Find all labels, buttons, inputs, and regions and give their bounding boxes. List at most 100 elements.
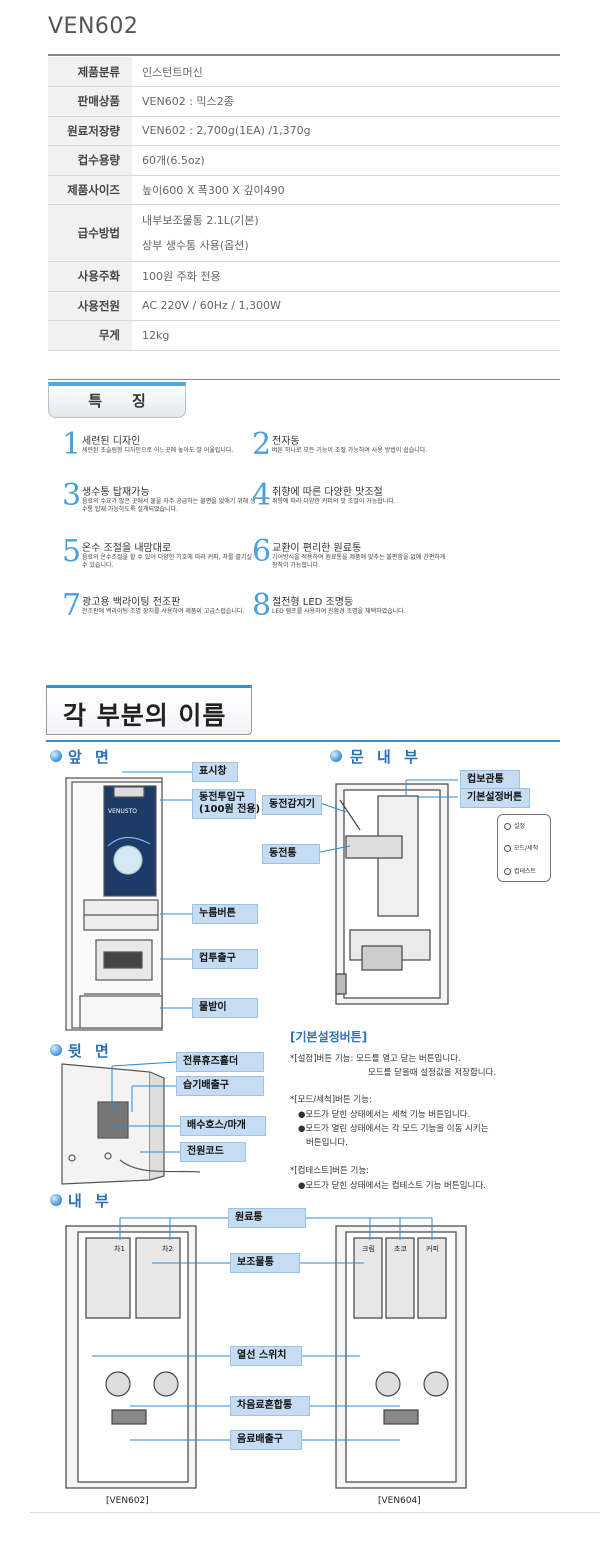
bin-label: 초코 xyxy=(394,1245,407,1253)
label-cup-tube: 컵보관통 xyxy=(460,770,520,790)
label-settings-button: 기본설정버튼 xyxy=(460,788,530,808)
spec-row: 급수방법 내부보조물통 2.1L(기본) 상부 생수통 사용(옵션) xyxy=(48,204,560,262)
spec-value: 내부보조물통 2.1L(기본) 상부 생수통 사용(옵션) xyxy=(132,204,560,262)
settings-help-line: *[설정]버튼 기능: 모드를 열고 닫는 버튼입니다. xyxy=(290,1054,461,1064)
feature-number: 4 xyxy=(252,478,272,513)
interior-drawings xyxy=(65,1225,467,1489)
label-drink-outlet: 음료배출구 xyxy=(230,1430,302,1450)
inside-door-heading: 문 내 부 xyxy=(350,748,422,766)
spec-value-line: 상부 생수통 사용(옵션) xyxy=(142,239,249,252)
spec-value: VEN602 : 믹스2종 xyxy=(132,86,560,117)
brand-logo: VENUSTO xyxy=(108,808,137,815)
settings-button-panel: 설정 모드/세척 컵테스트 xyxy=(497,814,551,882)
spec-key: 제품분류 xyxy=(48,57,132,87)
parts-title-box: 각 부분의 이름 xyxy=(46,685,252,735)
features-tab: 특징 xyxy=(48,382,186,418)
label-vent: 습기배출구 xyxy=(176,1076,264,1096)
spec-key: 사용주화 xyxy=(48,261,132,292)
title-divider xyxy=(48,54,560,56)
features-divider xyxy=(48,379,560,380)
settings-help-line: 버튼입니다. xyxy=(306,1138,348,1148)
bottom-divider xyxy=(30,1512,600,1513)
leader-lines xyxy=(92,771,458,1441)
spec-value: 60개(6.5oz) xyxy=(132,145,560,176)
feature-number: 2 xyxy=(252,427,272,462)
feature-number: 3 xyxy=(62,478,82,513)
label-ingredient-bin: 원료통 xyxy=(228,1208,306,1228)
feature-title: 온수 조절을 내맘대로 xyxy=(82,543,172,554)
spec-key: 제품사이즈 xyxy=(48,175,132,205)
label-heater-switch: 열선 스위치 xyxy=(230,1346,302,1366)
bin-label: 차1 xyxy=(114,1245,125,1253)
spec-key: 컵수용량 xyxy=(48,145,132,176)
bin-label: 크림 xyxy=(362,1245,375,1253)
panel-button-mode: 모드/세척 xyxy=(504,843,538,852)
feature-desc: 기어방식을 적용하여 원료통을 제품에 맞추는 불편함을 없애 간편하게 장착이… xyxy=(272,554,446,569)
front-machine-drawing xyxy=(65,777,163,1031)
label-drip-tray: 물받이 xyxy=(192,998,258,1018)
parts-divider xyxy=(46,740,560,742)
bullet-icon xyxy=(50,1194,62,1206)
label-push-button: 누름버튼 xyxy=(192,904,258,924)
feature-title: 광고용 백라이팅 전조판 xyxy=(82,597,181,608)
interior-heading: 내 부 xyxy=(68,1192,113,1210)
bullet-icon xyxy=(50,750,62,762)
feature-title: 생수통 탑재가능 xyxy=(82,487,150,498)
caption-ven604: [VEN604] xyxy=(378,1496,421,1506)
product-title: VEN602 xyxy=(48,14,139,39)
feature-title: 세련된 디자인 xyxy=(82,436,141,447)
settings-help-line: 모드를 닫을때 설정값을 저장합니다. xyxy=(368,1068,497,1078)
settings-help-line: ●모드가 열린 상태에서는 각 모드 기능을 이동 시키는 xyxy=(298,1124,489,1134)
settings-help-line: ●모드가 닫힌 상태에서는 세척 기능 버튼입니다. xyxy=(298,1110,471,1120)
spec-value: VEN602 : 2,700g(1EA) /1,370g xyxy=(132,116,560,146)
spec-value-line: 내부보조물통 2.1L(기본) xyxy=(142,214,259,227)
spec-value: 12kg xyxy=(132,320,560,351)
feature-desc: 세련된 초슬림형 디자인으로 어느곳에 놓아도 잘 어울립니다. xyxy=(82,447,234,454)
spec-value: AC 220V / 60Hz / 1,300W xyxy=(132,291,560,321)
label-display: 표시창 xyxy=(192,762,238,782)
settings-help-line: *[모드/세척]버튼 기능: xyxy=(290,1095,372,1105)
settings-help-line: ●모드가 닫힌 상태에서는 컵테스트 기능 버튼입니다. xyxy=(298,1181,486,1191)
spec-value: 높이600 X 폭300 X 깊이490 xyxy=(132,175,560,205)
panel-label: 설정 xyxy=(514,823,526,830)
label-drain: 배수호스/마개 xyxy=(180,1116,266,1136)
feature-title: 전자동 xyxy=(272,436,300,447)
spec-value: 인스턴트머신 xyxy=(132,57,560,87)
label-cup-outlet: 컵투출구 xyxy=(192,949,258,969)
settings-help-title: [기본설정버튼] xyxy=(290,1030,368,1044)
feature-title: 교환이 편리한 원료통 xyxy=(272,543,362,554)
panel-button-setting: 설정 xyxy=(504,821,525,830)
panel-button-cuptest: 컵테스트 xyxy=(504,866,536,875)
spec-key: 급수방법 xyxy=(48,204,132,262)
label-fuse-holder: 전류휴즈홀더 xyxy=(176,1052,264,1072)
label-coin-slot-line1: 동전투입구 xyxy=(199,792,245,803)
panel-label: 모드/세척 xyxy=(514,845,539,852)
back-heading: 뒷 면 xyxy=(68,1042,113,1060)
feature-number: 8 xyxy=(252,588,272,623)
feature-desc: 음료의 온수조절을 할 수 있어 다양한 기호에 따라 커피, 차를 즐기실 수… xyxy=(82,554,253,569)
bullet-icon xyxy=(50,1044,62,1056)
feature-desc: 버튼 하나로 모든 기능이 조절 가능하여 사용 방법이 쉽습니다. xyxy=(272,447,428,454)
feature-desc: 전조판에 백라이팅 조명 장치를 사용하여 제품이 고급스럽습니다. xyxy=(82,608,245,615)
spec-key: 사용전원 xyxy=(48,291,132,321)
label-water-tank: 보조물통 xyxy=(230,1253,300,1273)
spec-key: 판매상품 xyxy=(48,86,132,117)
label-mixing-bowl: 차음료혼합통 xyxy=(230,1396,310,1416)
front-heading: 앞 면 xyxy=(68,748,113,766)
feature-number: 6 xyxy=(252,534,272,569)
feature-desc: 음료의 수요가 많은 곳에서 물을 자주 공급하는 불편을 없애기 위해 생수통… xyxy=(82,498,256,513)
label-coin-box: 동전통 xyxy=(262,844,320,864)
button-circle-icon xyxy=(504,823,511,830)
spec-value: 100원 주화 전용 xyxy=(132,261,560,292)
feature-number: 7 xyxy=(62,588,82,623)
spec-key: 원료저장량 xyxy=(48,116,132,146)
